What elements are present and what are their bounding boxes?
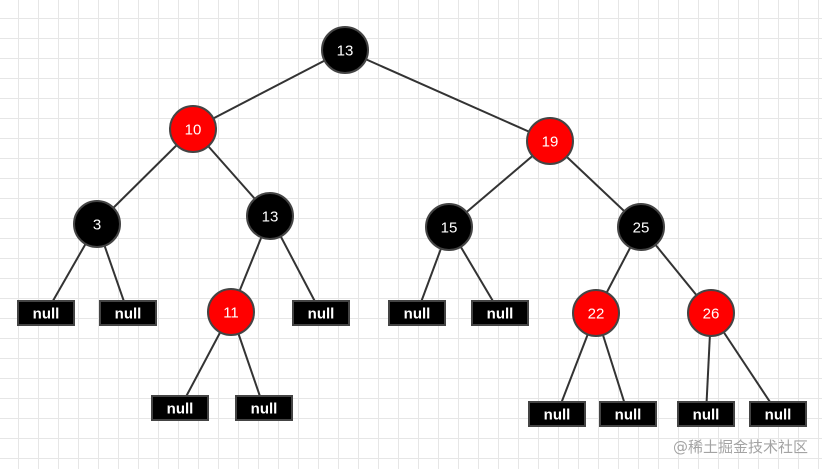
null-leaf-box [528, 401, 586, 427]
null-leaf: null [599, 401, 657, 427]
null-leaf-box [235, 395, 293, 421]
node-circle [321, 26, 369, 74]
node-label: 19 [542, 134, 559, 151]
node-circle [526, 117, 574, 165]
node-circle [246, 192, 294, 240]
node-label: 15 [441, 220, 458, 237]
null-leaf-box [599, 401, 657, 427]
tree-edge [344, 49, 551, 142]
null-label: null [544, 407, 571, 424]
red-tree-node: 10 [169, 105, 217, 153]
node-label: 13 [337, 43, 354, 60]
null-label: null [693, 407, 720, 424]
null-leaf: null [749, 401, 807, 427]
null-leaf-box [677, 401, 735, 427]
null-leaf: null [235, 395, 293, 421]
null-leaf: null [388, 300, 446, 326]
node-label: 22 [588, 306, 605, 323]
null-leaf-box [151, 395, 209, 421]
null-leaf: null [99, 300, 157, 326]
null-leaf-box [471, 300, 529, 326]
tree-edges [45, 49, 779, 415]
null-label: null [33, 306, 60, 323]
null-label: null [167, 401, 194, 418]
node-circle [169, 105, 217, 153]
null-leaf-box [17, 300, 75, 326]
null-label: null [251, 401, 278, 418]
black-tree-node: 25 [617, 203, 665, 251]
null-leaf: null [17, 300, 75, 326]
red-tree-node: 26 [687, 289, 735, 337]
null-leaf-box [388, 300, 446, 326]
watermark-text: @稀土掘金技术社区 [672, 438, 808, 456]
null-label: null [615, 407, 642, 424]
null-label: null [115, 306, 142, 323]
red-tree-node: 19 [526, 117, 574, 165]
node-label: 13 [262, 209, 279, 226]
tree-edge [192, 49, 346, 130]
null-leaf: null [292, 300, 350, 326]
node-circle [425, 203, 473, 251]
node-label: 3 [93, 217, 101, 234]
red-tree-node: 11 [207, 288, 255, 336]
node-circle [572, 289, 620, 337]
node-label: 11 [223, 305, 239, 322]
black-tree-node: 13 [321, 26, 369, 74]
node-circle [207, 288, 255, 336]
black-tree-node: 3 [73, 200, 121, 248]
null-leaf: null [471, 300, 529, 326]
null-leaf: null [528, 401, 586, 427]
null-leaf-box [292, 300, 350, 326]
node-circle [617, 203, 665, 251]
node-label: 10 [185, 122, 202, 139]
null-label: null [308, 306, 335, 323]
tree-nodes: 13 10 19 3 13 15 25 11 22 26 null null null null null n… [17, 26, 807, 427]
null-leaf-box [99, 300, 157, 326]
node-label: 26 [703, 306, 720, 323]
null-label: null [404, 306, 431, 323]
black-tree-node: 15 [425, 203, 473, 251]
null-leaf: null [677, 401, 735, 427]
null-leaf-box [749, 401, 807, 427]
node-circle [73, 200, 121, 248]
red-tree-node: 22 [572, 289, 620, 337]
node-circle [687, 289, 735, 337]
black-tree-node: 13 [246, 192, 294, 240]
node-label: 25 [633, 220, 650, 237]
null-label: null [765, 407, 792, 424]
null-label: null [487, 306, 514, 323]
null-leaf: null [151, 395, 209, 421]
